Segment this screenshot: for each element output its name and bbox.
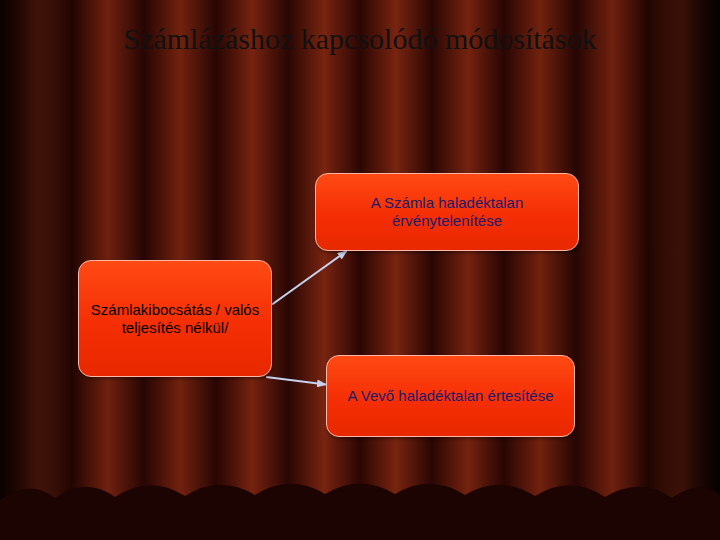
process-box: Számlakibocsátás / valós teljesítés nélk… — [78, 260, 272, 377]
arrow-connector — [266, 377, 326, 385]
process-box: A Számla haladéktalan érvénytelenítése — [315, 173, 579, 251]
box-label: Számlakibocsátás / valós teljesítés nélk… — [89, 301, 261, 337]
arrow-connector — [272, 251, 347, 304]
process-box: A Vevő haladéktalan értesítése — [326, 355, 575, 437]
slide-title: Számlázáshoz kapcsolódó módosítások — [0, 22, 720, 56]
box-label: A Vevő haladéktalan értesítése — [348, 387, 554, 405]
box-label: A Számla haladéktalan érvénytelenítése — [326, 194, 568, 230]
